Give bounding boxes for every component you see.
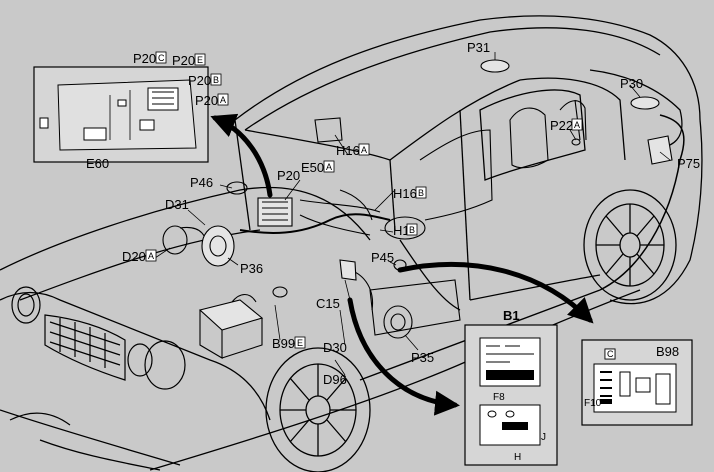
- svg-text:E: E: [197, 55, 203, 65]
- svg-text:C: C: [158, 53, 165, 63]
- label-P20B: P20: [188, 73, 211, 88]
- label-D20A: D20: [122, 249, 146, 264]
- svg-text:A: A: [220, 95, 226, 105]
- label-F8: F8: [493, 392, 505, 403]
- label-P35: P35: [411, 350, 434, 365]
- label-P20A: P20: [195, 93, 218, 108]
- label-P45: P45: [371, 250, 394, 265]
- inset-b1: [464, 324, 558, 466]
- label-P75: P75: [677, 156, 700, 171]
- label-B1: B1: [503, 308, 520, 323]
- rear-wheel: [583, 189, 677, 301]
- label-D31: D31: [165, 197, 189, 212]
- label-F10: F10: [584, 398, 602, 409]
- engine-components: [162, 181, 391, 359]
- label-J: J: [541, 432, 546, 443]
- label-P46: P46: [190, 175, 213, 190]
- svg-text:A: A: [361, 145, 367, 155]
- label-E60: E60: [86, 156, 109, 171]
- label-H: H: [514, 452, 521, 463]
- label-D96: D96: [323, 372, 347, 387]
- label-B98: B98: [656, 344, 679, 359]
- svg-text:B: B: [213, 75, 219, 85]
- inset-instrument-panel: [33, 66, 209, 163]
- callout-arrows: [210, 113, 594, 416]
- label-H16A: H16: [336, 143, 360, 158]
- svg-text:E: E: [297, 338, 303, 348]
- svg-text:A: A: [574, 120, 580, 130]
- svg-text:A: A: [326, 162, 332, 172]
- svg-text:B: B: [409, 225, 415, 235]
- label-P31: P31: [467, 40, 490, 55]
- label-P20E: P20: [172, 53, 195, 68]
- svg-text:A: A: [148, 251, 154, 261]
- label-P22A: P22: [550, 118, 573, 133]
- label-P20: P20: [277, 168, 300, 183]
- label-C-box: C: [607, 349, 614, 359]
- front-details: [9, 286, 186, 426]
- label-B99E: B99: [272, 336, 295, 351]
- interior: [299, 59, 685, 339]
- label-P30: P30: [620, 76, 643, 91]
- labels: P20 C P20 E P20 B P20 A E60 P31 P30 P22 …: [86, 40, 700, 463]
- leader-lines: [154, 52, 671, 376]
- inset-b98: [581, 339, 693, 426]
- label-H1B: H1: [393, 223, 410, 238]
- svg-text:B: B: [418, 188, 424, 198]
- label-P36: P36: [240, 261, 263, 276]
- label-H16B: H16: [393, 186, 417, 201]
- label-C15: C15: [316, 296, 340, 311]
- label-P20C: P20: [133, 51, 156, 66]
- label-D30: D30: [323, 340, 347, 355]
- label-E50A: E50: [301, 160, 324, 175]
- front-wheel: [265, 347, 371, 472]
